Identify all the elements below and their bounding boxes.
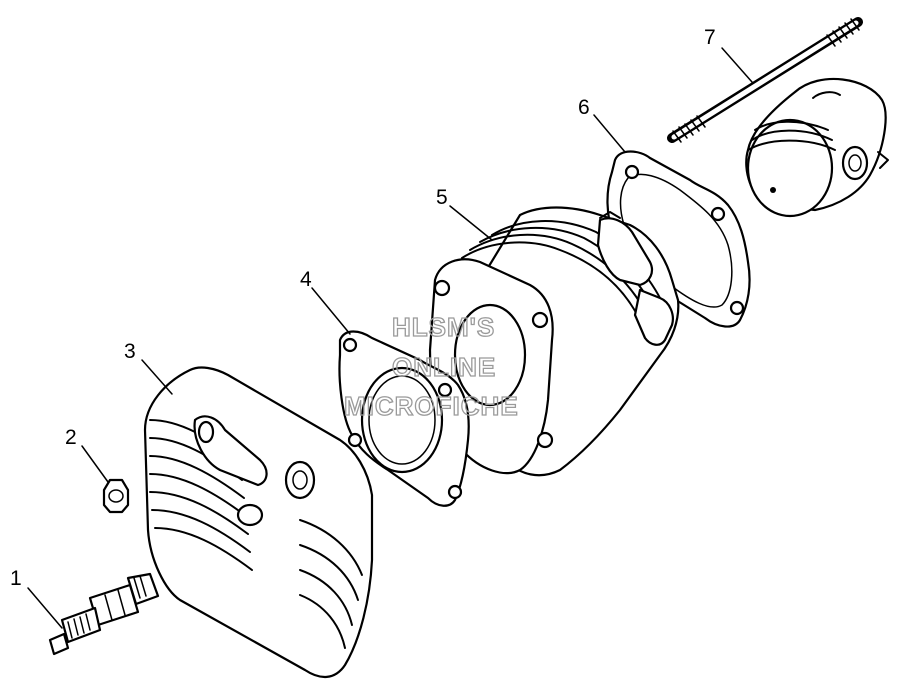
callout-5: 5 — [436, 186, 448, 209]
callout-6: 6 — [578, 96, 590, 119]
piston — [745, 77, 889, 218]
callout-1: 1 — [10, 567, 22, 590]
callout-7: 7 — [704, 26, 716, 49]
watermark: HLSM'S ONLINE MICROFICHE — [343, 311, 519, 421]
leader-lines — [27, 47, 753, 629]
callout-4: 4 — [300, 268, 312, 291]
part-4-head-gasket — [338, 330, 470, 507]
watermark-line-2: ONLINE — [392, 352, 496, 382]
part-7-stud-bolt — [667, 17, 863, 143]
watermark-line-3: MICROFICHE — [344, 391, 519, 421]
part-3-cylinder-head — [143, 366, 374, 678]
part-2-nut — [102, 478, 130, 514]
callout-2: 2 — [65, 426, 77, 449]
watermark-line-1: HLSM'S — [392, 312, 495, 342]
callout-3: 3 — [124, 340, 136, 363]
part-1-spark-plug — [48, 572, 160, 656]
